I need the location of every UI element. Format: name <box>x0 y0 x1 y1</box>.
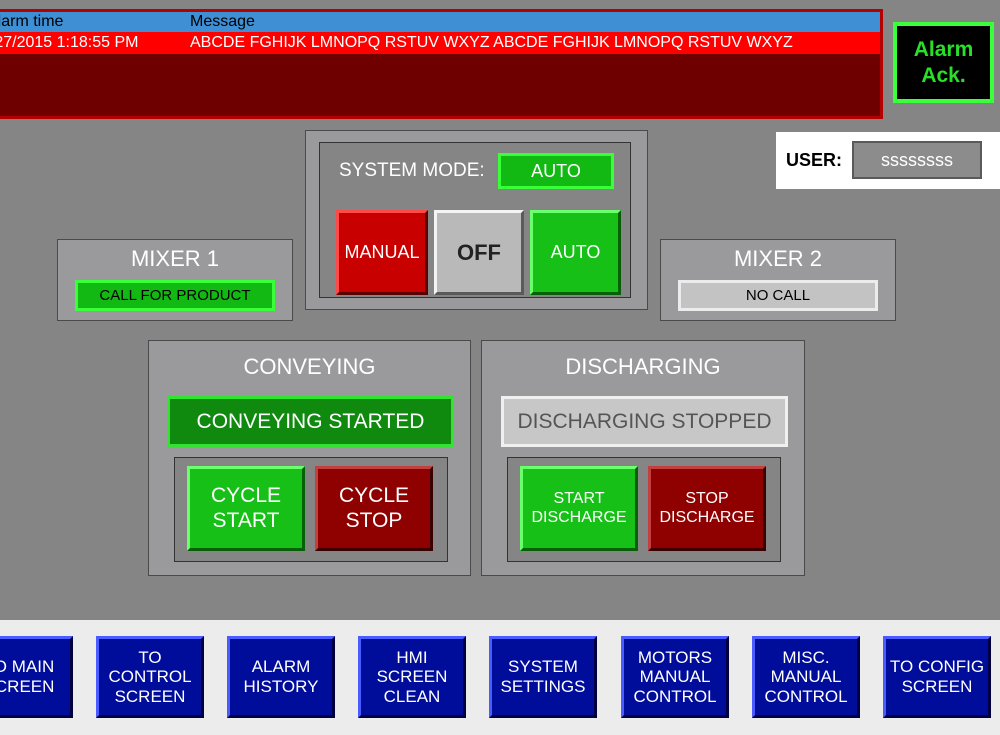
alarm-row[interactable]: 1/27/2015 1:18:55 PM ABCDE FGHIJK LMNOPQ… <box>0 32 880 54</box>
nav-misc-line1: MISC. <box>782 647 830 667</box>
mixer1-status: CALL FOR PRODUCT <box>75 280 275 311</box>
user-label: USER: <box>786 150 843 170</box>
nav-motors-line1: MOTORS <box>637 647 713 667</box>
nav-alarm-line2: HISTORY <box>243 677 319 696</box>
mixer2-panel: MIXER 2 NO CALL <box>660 239 896 321</box>
alarm-ack-label-line1: Alarm <box>913 38 974 62</box>
nav-config-line2: SCREEN <box>901 677 973 696</box>
start-discharge-label-line1: START <box>553 490 605 508</box>
alarm-time-header-label: Alarm time <box>0 13 64 30</box>
nav-control-line2: CONTROL <box>108 667 192 687</box>
system-mode-status: AUTO <box>498 153 614 189</box>
cycle-stop-label-line1: CYCLE <box>338 484 410 508</box>
nav-alarm-line1: ALARM <box>251 657 311 677</box>
mixer2-title: MIXER 2 <box>733 246 823 271</box>
cycle-start-label-line2: START <box>212 508 280 532</box>
stop-discharge-label-line1: STOP <box>685 490 729 508</box>
nav-hmi-line3: CLEAN <box>383 686 441 706</box>
alarm-time-column-header: Alarm time <box>0 12 63 32</box>
nav-main-line1: TO MAIN <box>0 657 55 677</box>
user-field[interactable]: ssssssss <box>852 141 982 179</box>
nav-motors-line3: CONTROL <box>633 686 717 706</box>
system-mode-panel: SYSTEM MODE: AUTO MANUAL OFF AUTO <box>305 130 648 310</box>
nav-hmi-line2: SCREEN <box>376 667 448 687</box>
off-mode-button[interactable]: OFF <box>434 210 524 295</box>
alarm-ack-button[interactable]: Alarm Ack. <box>893 22 994 103</box>
nav-settings-line2: SETTINGS <box>500 677 586 696</box>
alarm-message-column-header: Message <box>190 13 255 30</box>
auto-mode-button[interactable]: AUTO <box>530 210 621 295</box>
alarm-banner: Alarm time Message 1/27/2015 1:18:55 PM … <box>0 9 883 119</box>
nav-control-line1: TO <box>138 647 162 667</box>
alarm-row-message: ABCDE FGHIJK LMNOPQ RSTUV WXYZ ABCDE FGH… <box>190 34 793 51</box>
alarm-table-header: Alarm time Message <box>0 12 880 32</box>
system-mode-label: SYSTEM MODE: <box>339 160 485 181</box>
stop-discharge-label-line2: DISCHARGE <box>659 508 755 526</box>
system-mode-inner: SYSTEM MODE: AUTO MANUAL OFF AUTO <box>319 142 631 298</box>
nav-config-line1: TO CONFIG <box>889 657 985 677</box>
alarm-ack-label-line2: Ack. <box>921 63 966 87</box>
nav-motors-line2: MANUAL <box>639 667 711 687</box>
cycle-stop-label-line2: STOP <box>345 508 403 532</box>
start-discharge-label-line2: DISCHARGE <box>531 508 627 526</box>
conveying-title: CONVEYING <box>243 354 376 379</box>
alarm-row-time: 1/27/2015 1:18:55 PM <box>0 32 138 54</box>
mixer1-panel: MIXER 1 CALL FOR PRODUCT <box>57 239 293 321</box>
discharging-title: DISCHARGING <box>565 354 721 379</box>
conveying-status: CONVEYING STARTED <box>167 396 454 447</box>
nav-control-line3: SCREEN <box>114 686 186 706</box>
discharging-status: DISCHARGING STOPPED <box>501 396 788 447</box>
nav-settings-line1: SYSTEM <box>508 657 578 677</box>
alarm-row-time-text: 1/27/2015 1:18:55 PM <box>0 34 139 51</box>
nav-main-screen-button[interactable]: TO MAINSCREEN <box>0 636 73 718</box>
nav-misc-line2: MANUAL <box>770 667 842 687</box>
mixer2-status: NO CALL <box>678 280 878 311</box>
user-box: USER: ssssssss <box>776 132 1000 189</box>
manual-mode-button[interactable]: MANUAL <box>336 210 428 295</box>
nav-main-line2: SCREEN <box>0 677 55 696</box>
cycle-start-label-line1: CYCLE <box>210 484 282 508</box>
nav-misc-line3: CONTROL <box>764 686 848 706</box>
mixer1-title: MIXER 1 <box>130 246 220 271</box>
nav-hmi-line1: HMI <box>396 647 428 667</box>
